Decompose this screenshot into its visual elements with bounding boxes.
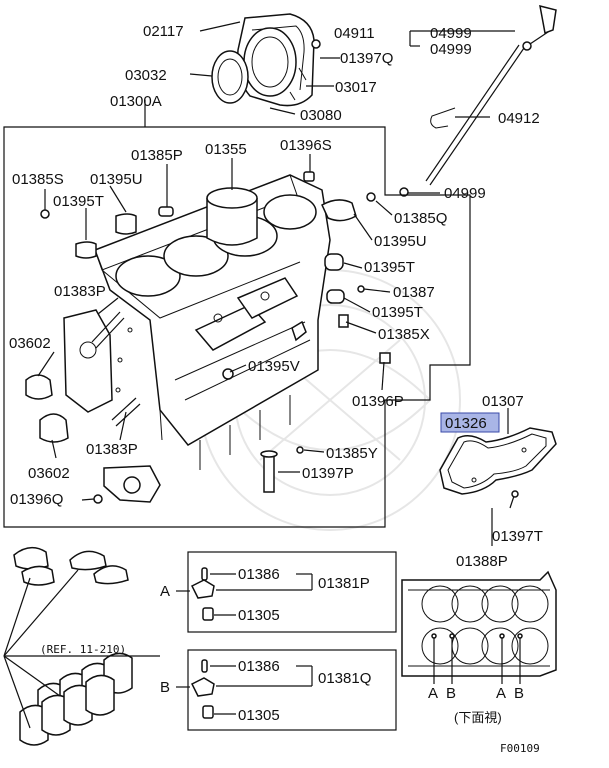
end-plates [63,309,161,504]
label-01387: 01387 [393,284,435,301]
label-01326: 01326 [445,415,487,432]
block-bottom-view [401,570,557,684]
label-view-b2: B [514,685,524,702]
jet-box-b [187,649,397,731]
oil-pan-gasket [439,408,557,546]
jet-box-a [187,551,397,633]
leaders-top [144,21,340,127]
label-04911: 04911 [334,25,375,42]
label-view-a2: A [496,685,506,702]
label-01305-b: 01305 [238,707,280,724]
block-group-frame [3,126,471,528]
label-03602-bottom: 03602 [28,465,70,482]
label-03032: 03032 [125,67,167,84]
label-01395t-mid: 01395T [364,259,415,276]
label-04999-a: 04999 [430,25,472,42]
label-letter-b: B [160,679,170,696]
label-01385q: 01385Q [394,210,447,227]
label-01383p-top: 01383P [54,283,106,300]
label-03602-top: 03602 [9,335,51,352]
label-01385y: 01385Y [326,445,378,462]
label-01386-a: 01386 [238,566,280,583]
label-01396s: 01396S [280,137,332,154]
label-01395u-left: 01395U [90,171,143,188]
label-ref: (REF. 11-210) [40,643,126,656]
label-01385p: 01385P [131,147,183,164]
label-01381q: 01381Q [318,670,371,687]
label-04912: 04912 [498,110,540,127]
label-04999-b: 04999 [430,41,472,58]
label-01395v: 01395V [248,358,300,375]
label-01395t-low: 01395T [372,304,423,321]
cylinder-block [94,174,331,470]
label-03080: 03080 [300,107,342,124]
label-04999-c: 04999 [444,185,486,202]
label-01388p: 01388P [456,553,508,570]
label-02117: 02117 [143,23,184,40]
label-view-a1: A [428,685,438,702]
label-01307: 01307 [482,393,524,410]
callout-labels: 02117 04911 04999 04999 01397Q 03032 030… [9,23,543,755]
label-01396p: 01396P [352,393,404,410]
connecting-rod-bearings [3,546,160,746]
label-01385x: 01385X [378,326,430,343]
figure-code: F00109 [500,742,540,755]
label-view-caption: (下面視) [454,710,502,725]
label-01305-a: 01305 [238,607,280,624]
main-bearings-03602 [25,374,69,443]
label-view-b1: B [446,685,456,702]
label-01355: 01355 [205,141,247,158]
piston-01355 [206,187,258,246]
label-01386-b: 01386 [238,658,280,675]
label-01396q: 01396Q [10,491,63,508]
label-01397p: 01397P [302,465,354,482]
label-03017: 03017 [335,79,377,96]
oil-level-gauge [399,4,557,197]
label-letter-a: A [160,583,170,600]
oil-jet-parts [176,567,313,719]
bolt-01397p [260,446,304,493]
label-01397t: 01397T [492,528,543,545]
label-01383p-bottom: 01383P [86,441,138,458]
leaders-block [37,154,393,501]
label-01300a: 01300A [110,93,162,110]
label-01381p: 01381P [318,575,370,592]
small-parts [40,171,391,380]
label-01395u-right: 01395U [374,233,427,250]
label-01395t-left: 01395T [53,193,104,210]
label-01397q: 01397Q [340,50,393,67]
label-01326-highlight: 01326 [440,412,500,433]
rear-oil-seal-case [211,13,321,107]
label-01385s: 01385S [12,171,64,188]
